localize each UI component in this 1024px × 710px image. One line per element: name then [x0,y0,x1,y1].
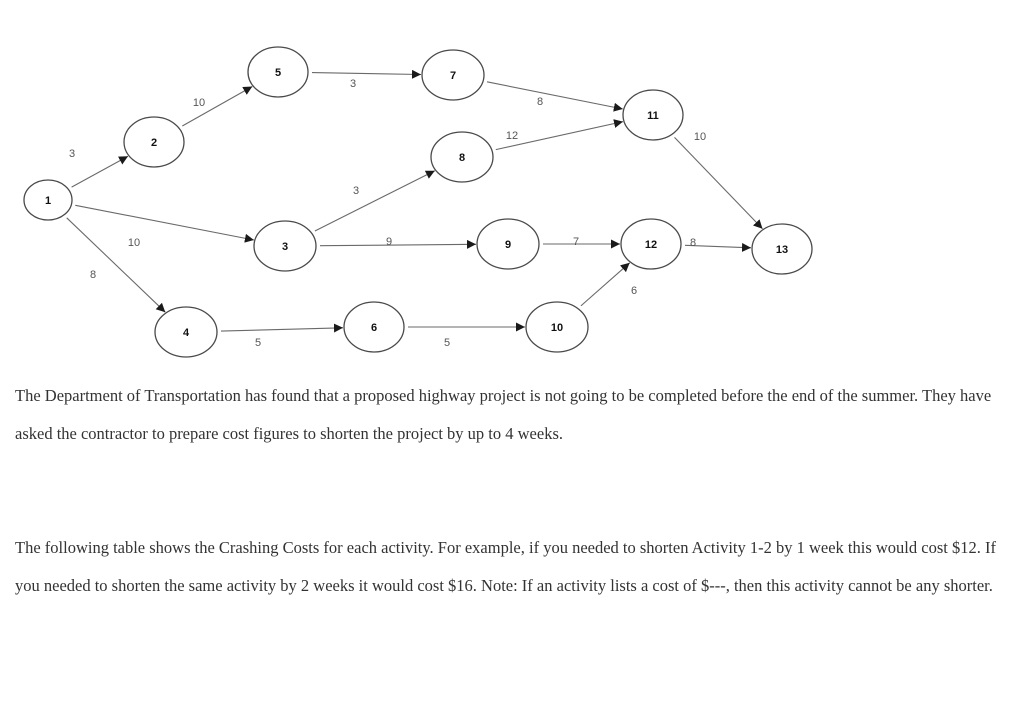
edge-label-12-13: 8 [690,237,696,249]
node-label-9: 9 [505,239,511,251]
edge-2-5 [182,86,253,127]
node-7: 7 [421,49,485,101]
edge-label-4-6: 5 [255,337,261,349]
edge-11-13 [674,137,763,230]
node-label-10: 10 [551,322,563,334]
node-circle-11 [622,89,684,141]
edge-label-7-11: 8 [537,96,543,108]
edge-12-13 [684,242,752,252]
edge-10-12 [580,262,631,307]
node-circle-7 [421,49,485,101]
edge-8-11 [495,119,624,151]
node-12: 12 [620,218,682,270]
node-circle-13 [751,223,813,275]
node-4: 4 [154,306,218,358]
edge-label-9-12: 7 [573,236,579,248]
node-label-7: 7 [450,70,456,82]
node-label-3: 3 [282,241,288,253]
node-1: 1 [23,179,73,221]
edge-label-1-2: 3 [69,148,75,160]
edge-label-3-9: 9 [386,236,392,248]
node-circle-1 [23,179,73,221]
node-8: 8 [430,131,494,183]
node-label-11: 11 [647,110,659,122]
edge-1-2 [71,155,129,188]
node-3: 3 [253,220,317,272]
edge-label-11-13: 10 [694,131,706,143]
node-9: 9 [476,218,540,270]
edge-label-3-8: 3 [353,185,359,197]
node-circle-5 [247,46,309,98]
node-circle-12 [620,218,682,270]
node-label-8: 8 [459,152,465,164]
node-label-5: 5 [275,67,281,79]
crashing-costs-paragraph: The following table shows the Crashing C… [15,538,996,595]
edge-1-4 [66,217,166,313]
node-5: 5 [247,46,309,98]
edge-label-1-3: 10 [128,237,140,249]
edge-1-3 [75,204,255,243]
node-6: 6 [343,301,405,353]
edge-label-10-12: 6 [631,285,637,297]
node-11: 11 [622,89,684,141]
node-circle-10 [525,301,589,353]
edge-label-5-7: 3 [350,78,356,90]
edge-label-6-10: 5 [444,337,450,349]
node-label-2: 2 [151,137,157,149]
edge-label-1-4: 8 [90,269,96,281]
node-13: 13 [751,223,813,275]
node-circle-2 [123,116,185,168]
node-circle-9 [476,218,540,270]
edge-3-8 [314,170,436,232]
node-2: 2 [123,116,185,168]
edge-label-8-11: 12 [506,130,518,142]
node-circle-6 [343,301,405,353]
node-label-12: 12 [645,239,657,251]
edge-4-6 [220,323,344,333]
edge-5-7 [311,69,422,79]
node-label-4: 4 [183,327,190,339]
edge-3-9 [319,239,477,249]
node-label-13: 13 [776,244,788,256]
node-circle-8 [430,131,494,183]
node-label-6: 6 [371,322,377,334]
node-10: 10 [525,301,589,353]
intro-paragraph: The Department of Transportation has fou… [15,386,992,443]
edge-label-2-5: 10 [193,97,205,109]
network-edges: 3 10 8 10 3 8 3 12 9 7 5 5 6 10 8 [66,69,763,349]
edge-7-11 [486,81,623,112]
node-circle-3 [253,220,317,272]
node-circle-4 [154,306,218,358]
node-label-1: 1 [45,195,51,207]
